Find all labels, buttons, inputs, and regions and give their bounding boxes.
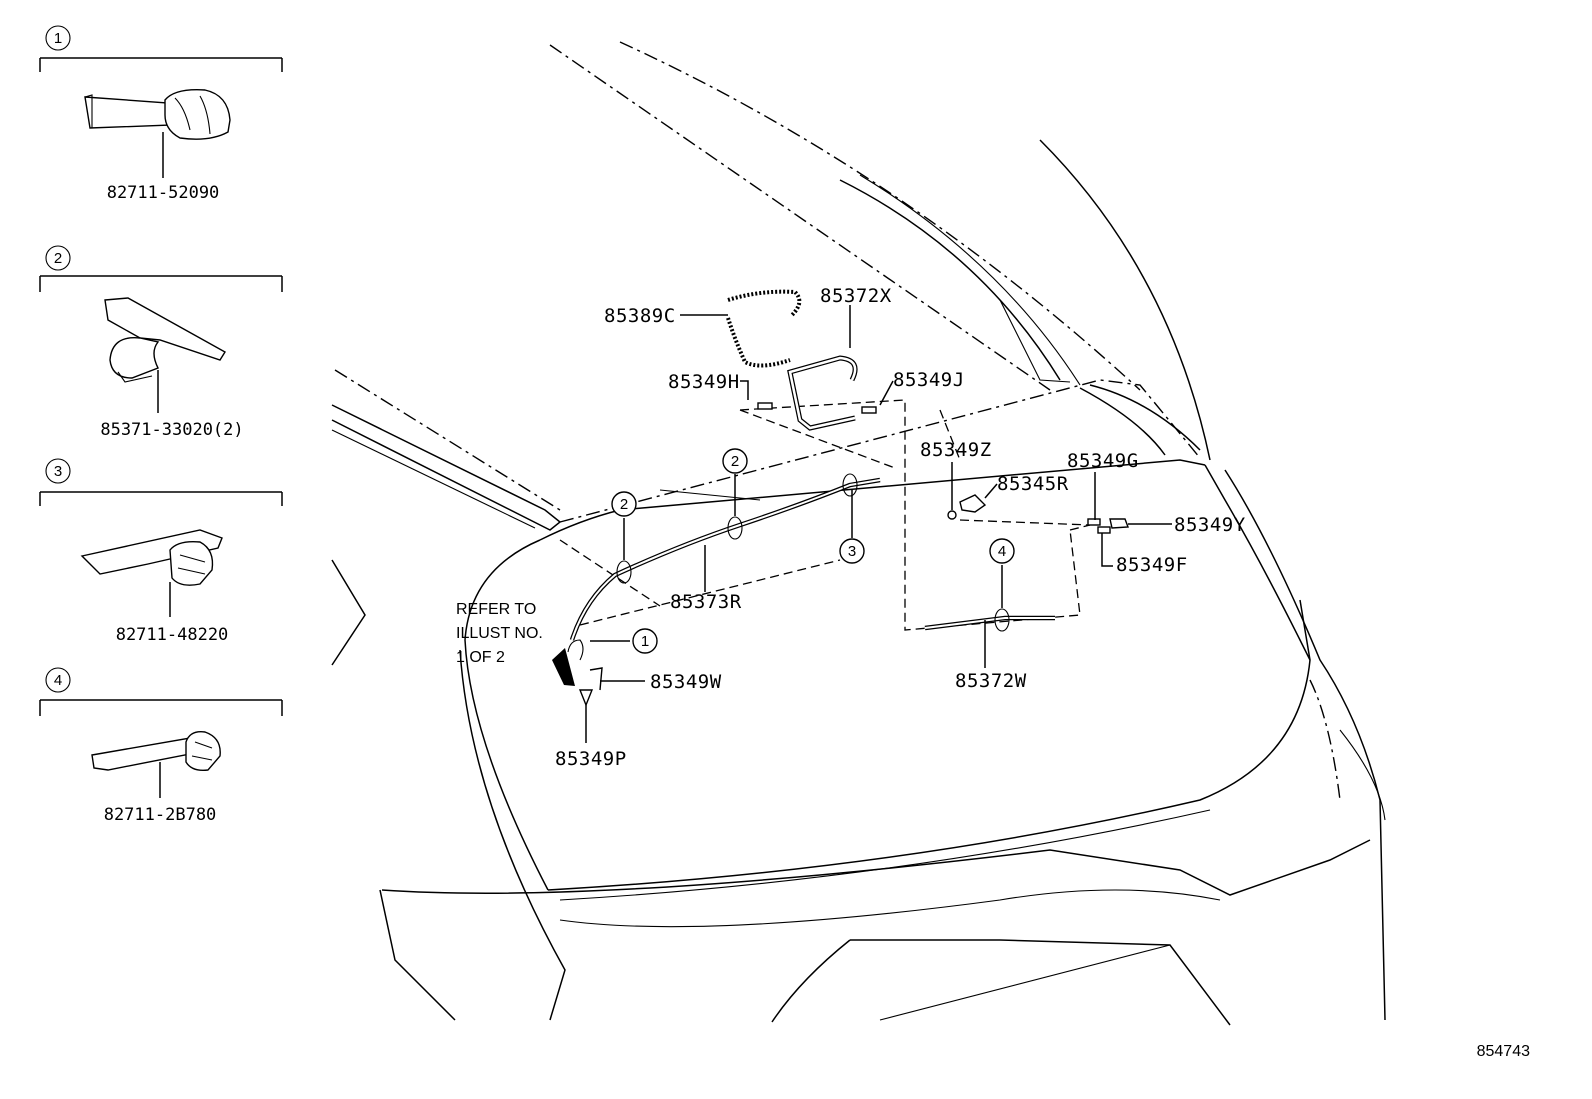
clip-markers-on-hose: [567, 473, 1010, 661]
hose-85373R: [569, 477, 881, 641]
refer-note-line-2: ILLUST NO.: [456, 625, 543, 642]
vehicle-body-outline: [331, 41, 1386, 1026]
hose-85389C: [726, 289, 802, 368]
legend-item-1: 1 82711-52090: [39, 25, 283, 203]
legend-item-3: 3 82711-48220: [39, 458, 283, 645]
clip-marker-3: 3: [839, 538, 865, 564]
legend-part-2: 85371-33020(2): [100, 420, 243, 440]
detail-region-lines: [559, 399, 1091, 631]
part-label-85349Z: 85349Z: [920, 439, 992, 461]
callout-leaders: [585, 305, 1172, 743]
refer-note-line-3: 1 OF 2: [456, 649, 505, 666]
clip-marker-2a: 2: [611, 491, 637, 517]
legend-item-4: 4 82711-2B780: [39, 667, 283, 825]
clip-marker-3-label: 3: [848, 543, 856, 560]
clip-2-illustration: [104, 297, 226, 383]
part-label-85349P: 85349P: [555, 748, 627, 770]
part-label-85349W: 85349W: [650, 671, 722, 693]
clip-marker-1: 1: [632, 628, 658, 654]
illustration-id: 854743: [1477, 1043, 1530, 1060]
clip-3-illustration: [80, 529, 223, 586]
legend-number-1: 1: [54, 30, 62, 47]
clip-marker-4-label: 4: [998, 543, 1006, 560]
refer-arrow: [552, 648, 575, 686]
part-label-85373R: 85373R: [670, 591, 742, 613]
clip-4-illustration: [91, 731, 221, 772]
hose-85372W: [924, 615, 1055, 631]
part-label-85372W: 85372W: [955, 670, 1027, 692]
legend-number-3: 3: [54, 463, 62, 480]
hose-85372X: [787, 355, 858, 431]
part-label-85372X: 85372X: [820, 285, 892, 307]
small-parts: [578, 402, 1129, 707]
legend-item-2: 2 85371-33020(2): [39, 245, 283, 440]
refer-note: REFER TO ILLUST NO. 1 OF 2: [456, 601, 543, 666]
part-label-85349Y: 85349Y: [1174, 514, 1246, 536]
part-label-85345R: 85345R: [997, 473, 1069, 495]
refer-note-line-1: REFER TO: [456, 601, 536, 618]
legend-part-3: 82711-48220: [116, 625, 229, 645]
legend-number-4: 4: [54, 672, 62, 689]
clip-marker-2b: 2: [722, 448, 748, 474]
legend-number-2: 2: [54, 250, 62, 267]
legend-part-4: 82711-2B780: [104, 805, 217, 825]
part-label-85389C: 85389C: [604, 305, 676, 327]
clip-marker-4: 4: [989, 538, 1015, 564]
part-label-85349H: 85349H: [668, 371, 740, 393]
legend-part-1: 82711-52090: [107, 183, 220, 203]
clip-marker-2a-label: 2: [620, 496, 628, 513]
clip-marker-2b-label: 2: [731, 453, 739, 470]
part-label-85349G: 85349G: [1067, 450, 1139, 472]
clip-marker-1-label: 1: [641, 633, 649, 650]
part-label-85349F: 85349F: [1116, 554, 1188, 576]
clip-1-illustration: [84, 89, 231, 140]
part-label-85349J: 85349J: [893, 369, 965, 391]
